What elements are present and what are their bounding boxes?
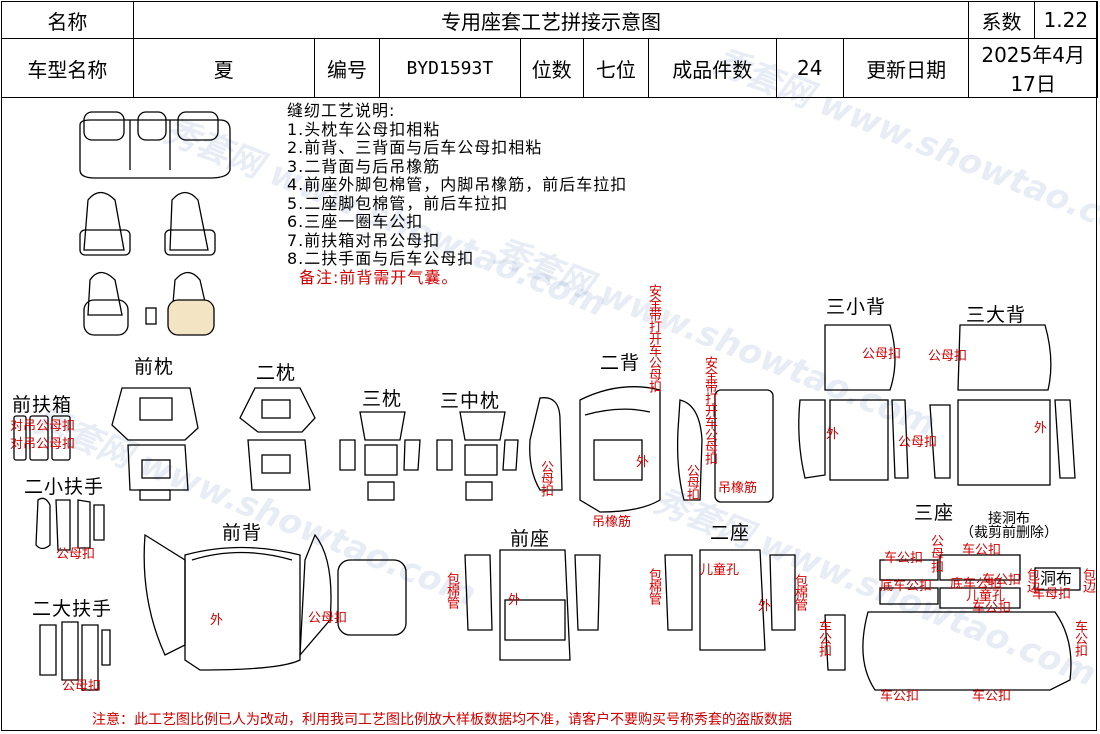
red-label: 公母扣: [308, 611, 348, 626]
footer-warning: 注意：此工艺图比例已人为改动，利用我司工艺图比例放大样板数据均不准，请客户不要购…: [92, 712, 792, 728]
red-label: 车公扣: [816, 620, 831, 656]
header-table: 名称 专用座套工艺拼接示意图 系数 1.22 车型名称 夏 编号 BYD1593…: [1, 1, 1099, 98]
second-seat-pieces: [664, 549, 796, 651]
label-third-pillow: 三枕: [362, 388, 403, 410]
seat-preview-front-seats: [79, 191, 216, 336]
red-label: 底车公扣: [880, 579, 933, 594]
label-second-small-armrest: 二小扶手: [24, 476, 105, 498]
front-back-pieces: [143, 533, 407, 671]
car-value: 夏: [132, 38, 315, 98]
red-label: 公母扣: [862, 347, 902, 362]
second-back-pieces: [529, 386, 774, 513]
red-label: 公母扣: [538, 460, 553, 496]
red-label: 吊橡筋: [718, 481, 758, 496]
label-third-mid-pillow: 三中枕: [440, 390, 501, 412]
red-label: 底车公扣: [950, 577, 1003, 592]
red-label: 安全带打开车公母扣: [646, 284, 661, 392]
third-mid-pillow-pieces: [436, 411, 519, 501]
front-pillow-pieces: [111, 387, 199, 501]
red-label: 包棉管: [444, 572, 459, 608]
seat-preview-rear-bench: [79, 111, 231, 179]
coef-value: 1.22: [1033, 1, 1099, 39]
label-front-back: 前背: [222, 522, 263, 544]
note-item: 7.前扶箱对吊公母扣: [287, 230, 441, 250]
label-front-armbox: 前扶箱: [12, 394, 73, 416]
label-second-big-armrest: 二大扶手: [32, 598, 113, 620]
label-front-pillow: 前枕: [134, 356, 175, 378]
second-small-armrest-pieces: [35, 497, 105, 551]
third-small-back-pieces: [798, 324, 909, 481]
red-label: 外: [210, 613, 224, 628]
third-seat-pieces: [824, 554, 1081, 691]
note-item: 8.二扶手面与后车公母扣: [287, 249, 475, 268]
red-label: 公母扣: [898, 435, 938, 450]
note-item: 2.前背、三背面与后车公母扣相粘: [287, 138, 543, 157]
sewing-notes: 缝纫工艺说明: 1.头枕车公母扣相粘 2.前背、三背面与后车公母扣相粘 3.二背…: [287, 101, 628, 287]
label-third-small-back: 三小背: [826, 296, 887, 318]
label-second-seat: 二座: [710, 522, 751, 544]
count-label: 成品件数: [648, 38, 777, 98]
red-label: 车公扣: [880, 689, 920, 704]
third-pillow-pieces: [339, 411, 421, 501]
coef-label: 系数: [968, 1, 1035, 39]
red-label: 包棉管: [646, 568, 661, 604]
red-label: 吊橡筋: [592, 515, 632, 530]
red-label: 外: [758, 599, 772, 614]
note-item: 4.前座外脚包棉管，内脚吊橡筋，前后车拉扣: [287, 175, 628, 194]
code-label: 编号: [313, 38, 381, 98]
label-front-seat: 前座: [510, 528, 551, 550]
red-label: 对吊公母扣: [10, 419, 76, 434]
red-label: 洞布: [1040, 569, 1073, 588]
front-armbox-pieces: [13, 415, 71, 461]
notes-title: 缝纫工艺说明:: [287, 101, 396, 120]
red-label: 包边: [1080, 568, 1095, 592]
car-label: 车型名称: [1, 38, 134, 98]
seat-value: 七位: [582, 38, 650, 98]
second-big-armrest-pieces: [39, 621, 111, 691]
count-value: 24: [775, 38, 845, 98]
red-label: 车公扣: [884, 551, 924, 566]
label-third-big-back: 三大背: [966, 304, 1027, 326]
second-pillow-pieces: [239, 387, 316, 491]
label-third-seat: 三座: [914, 502, 955, 524]
notes-remark: 备注:前背需开气囊。: [299, 267, 459, 287]
red-label: 安全带打开车公母扣: [702, 356, 717, 464]
date-value: 2025年4月17日: [968, 38, 1098, 98]
red-label: 车公扣: [972, 689, 1012, 704]
red-label: 外: [1034, 421, 1048, 436]
red-label: 外: [636, 455, 650, 470]
red-label: 公母扣: [62, 679, 102, 694]
red-label: 接洞布 （裁剪前删除）: [960, 511, 1058, 541]
red-label: 公母扣: [56, 547, 96, 562]
note-item: 5.二座脚包棉管，前后车拉扣: [287, 193, 509, 213]
red-label: 外: [826, 427, 840, 442]
front-seat-pieces: [464, 549, 601, 661]
red-label: 对吊公母扣: [10, 437, 76, 452]
label-second-back: 二背: [600, 352, 641, 374]
red-label: 外: [508, 593, 522, 608]
doc-title: 专用座套工艺拼接示意图: [132, 1, 970, 39]
label-second-pillow: 二枕: [256, 362, 297, 384]
red-label: 车公扣: [982, 573, 1022, 588]
red-label: 包棉管: [792, 574, 807, 610]
red-label: 公母扣: [684, 464, 699, 500]
red-label: 儿童孔: [966, 589, 1006, 604]
red-label: 公母扣: [928, 534, 943, 573]
note-item: 6.三座一圈车公扣: [287, 212, 424, 231]
red-label: 公母扣: [928, 349, 968, 364]
red-label: 车母扣: [1032, 587, 1072, 602]
red-label: 车公扣: [1072, 620, 1087, 656]
red-label: 车公扣: [972, 601, 1012, 616]
note-item: 3.二背面与后吊橡筋: [287, 156, 441, 176]
red-label: 包边: [1024, 568, 1039, 592]
code-value: BYD1593T: [379, 38, 521, 98]
red-label: 车公扣: [962, 543, 1002, 558]
note-item: 1.头枕车公母扣相粘: [287, 119, 441, 139]
date-label: 更新日期: [843, 38, 970, 98]
seat-label: 位数: [519, 38, 584, 98]
red-label: 儿童孔: [700, 563, 740, 578]
third-big-back-pieces: [929, 324, 1076, 486]
